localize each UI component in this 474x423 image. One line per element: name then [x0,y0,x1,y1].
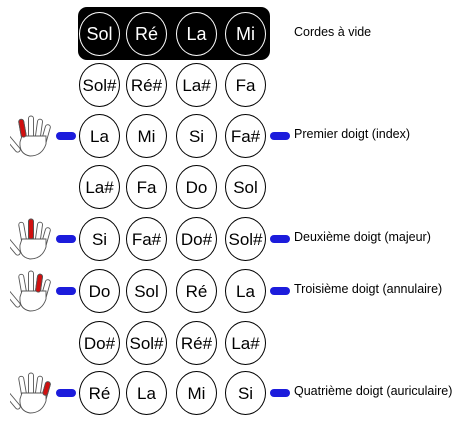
open-string-note: Sol [79,12,120,56]
note-circle: Mi [126,114,167,158]
note-circle: Do# [176,217,217,261]
note-circle: La [225,269,266,313]
hand-ring-finger-icon [3,269,52,313]
note-circle: La [79,114,120,158]
left-finger-marker [56,235,76,243]
finger-label: Quatrième doigt (auriculaire) [294,384,453,398]
finger-label: Troisième doigt (annulaire) [294,282,443,296]
note-circle: Ré# [126,63,167,107]
note-circle: La# [176,63,217,107]
note-circle: Si [79,217,120,261]
note-circle: Sol# [225,217,266,261]
right-finger-marker [270,235,290,243]
open-string-note: Mi [225,12,266,56]
note-circle: La# [79,165,120,209]
left-finger-marker [56,287,76,295]
note-circle: La [126,371,167,415]
hand-middle-finger-icon [3,217,52,261]
note-circle: Fa [225,63,266,107]
note-circle: Si [225,371,266,415]
note-circle: Sol# [79,63,120,107]
note-circle: Do# [79,321,120,365]
right-finger-marker [270,287,290,295]
right-finger-marker [270,132,290,140]
hand-index-finger-icon [3,114,52,158]
note-circle: Sol [225,165,266,209]
note-circle: Do [176,165,217,209]
note-circle: Sol# [126,321,167,365]
hand-little-finger-icon [3,371,52,415]
note-circle: Mi [176,371,217,415]
note-circle: Do [79,269,120,313]
note-circle: Fa [126,165,167,209]
finger-label: Premier doigt (index) [294,127,411,141]
finger-label: Deuxième doigt (majeur) [294,230,431,244]
left-finger-marker [56,132,76,140]
left-finger-marker [56,389,76,397]
open-strings-label: Cordes à vide [294,25,372,39]
note-circle: La# [225,321,266,365]
open-string-note: La [176,12,217,56]
right-finger-marker [270,389,290,397]
note-circle: Ré# [176,321,217,365]
note-circle: Ré [79,371,120,415]
note-circle: Fa# [225,114,266,158]
note-circle: Sol [126,269,167,313]
note-circle: Fa# [126,217,167,261]
note-circle: Si [176,114,217,158]
open-string-note: Ré [126,12,167,56]
note-circle: Ré [176,269,217,313]
